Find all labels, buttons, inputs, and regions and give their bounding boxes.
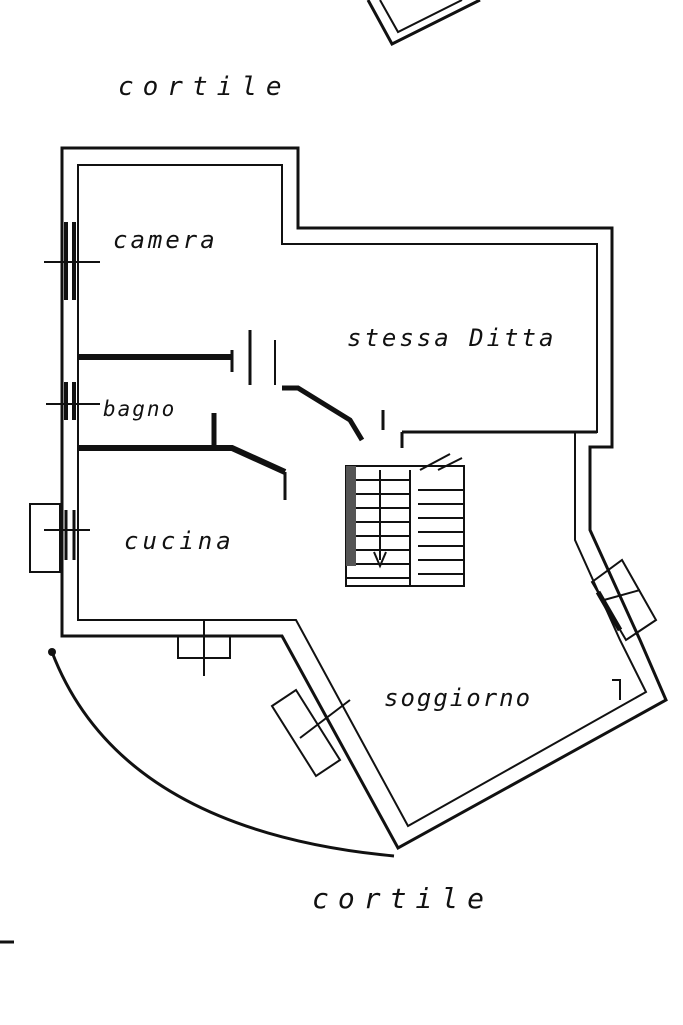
room-label-bagno: bagno [103,397,177,421]
interior-walls [78,243,621,700]
terrace-arc [50,651,395,858]
terrace-arc-pivot [48,648,56,656]
courtyard-label-bottom: cortile [312,882,494,915]
room-label-soggiorno: soggiorno [384,684,533,712]
windows [29,222,658,778]
courtyard-label-top: cortile [118,72,291,102]
neighbor-building-fragment [366,0,481,46]
room-label-camera: camera [113,226,218,254]
staircase [345,453,465,587]
exterior-walls [60,146,668,851]
room-label-cucina: cucina [124,527,235,555]
room-label-stessa-ditta: stessa Ditta [347,324,557,352]
